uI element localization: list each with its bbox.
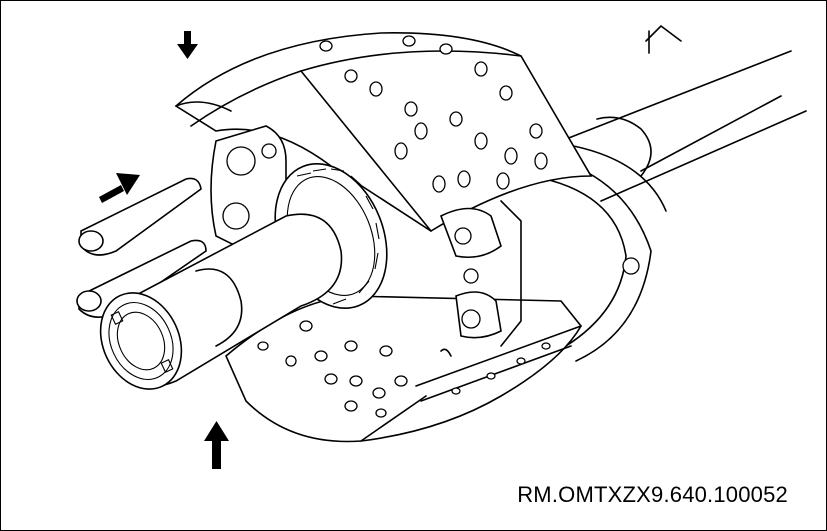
spindle [99, 213, 343, 390]
arrow-right-icon [99, 173, 140, 203]
figure-reference-code: RM.OMTXZX9.640.100052 [517, 482, 788, 507]
lower-shoe-rivet-holes [257, 320, 551, 418]
cam-roller-assembly [439, 200, 522, 357]
arrow-up-icon [204, 421, 229, 469]
upper-shoe-rivet-holes [319, 35, 548, 193]
axle-housing [560, 25, 807, 202]
upper-brake-shoe [174, 32, 593, 232]
spider-bracket [210, 125, 287, 252]
arrow-down-icon [177, 31, 198, 59]
